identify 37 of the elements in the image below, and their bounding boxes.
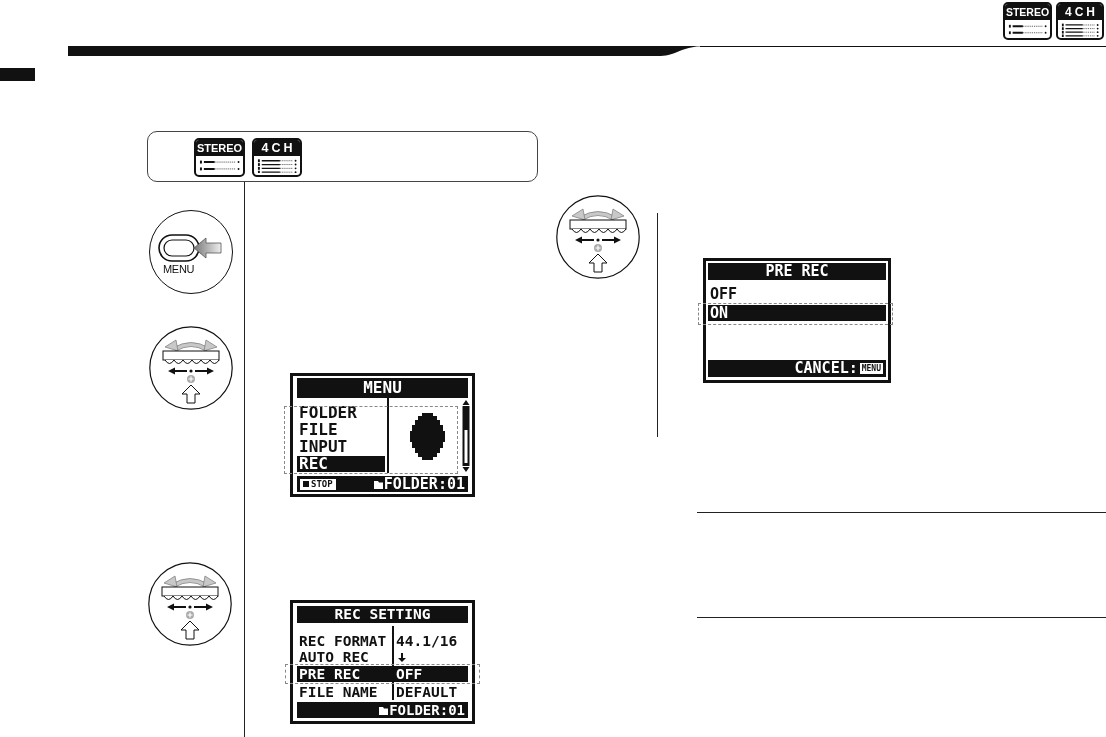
setting-value: DEFAULT: [396, 686, 458, 699]
selected-item: REC: [297, 456, 385, 472]
badge-label: 4CH: [254, 140, 300, 156]
mode-panel: [147, 131, 538, 182]
menu-item: FILE: [299, 423, 338, 436]
dial-icon: [148, 562, 232, 646]
mode-badge: [1003, 2, 1052, 40]
menu-item: INPUT: [299, 440, 348, 453]
menu-item: OFF: [710, 288, 738, 301]
badge-label: 4CH: [1058, 4, 1102, 20]
setting-value: OFF: [396, 666, 423, 682]
selected-item: ON: [708, 305, 886, 321]
mode-badge: [252, 138, 302, 177]
menu-item: REC FORMAT: [299, 635, 387, 648]
lcd-screen: [703, 258, 891, 383]
setting-value: 44.1/16: [396, 635, 458, 648]
key-label: MENU: [859, 363, 883, 374]
dial-icon: [149, 326, 233, 410]
folder-label: FOLDER:01: [383, 476, 465, 492]
badge-label: STEREO: [196, 140, 243, 156]
menu-item: FILE NAME: [299, 686, 378, 699]
screen-title: PRE REC: [708, 263, 886, 280]
lcd-screen: [290, 600, 475, 724]
badge-label: STEREO: [1005, 4, 1050, 20]
folder-label: FOLDER:01: [389, 702, 465, 718]
softkey-label: CANCEL:: [794, 360, 858, 377]
screen-title: REC SETTING: [297, 606, 468, 623]
key-label: MENU: [163, 263, 195, 276]
screen-title: MENU: [297, 378, 468, 398]
menu-item: FOLDER: [299, 406, 357, 419]
indicator-label: STOP: [311, 478, 333, 490]
lcd-screen: [290, 373, 475, 497]
menu-item: AUTO REC: [299, 651, 369, 664]
dial-icon: [556, 195, 640, 279]
menu-item: PRE REC: [299, 666, 361, 682]
mode-badge: [1056, 2, 1104, 40]
mode-badge: [194, 138, 245, 177]
